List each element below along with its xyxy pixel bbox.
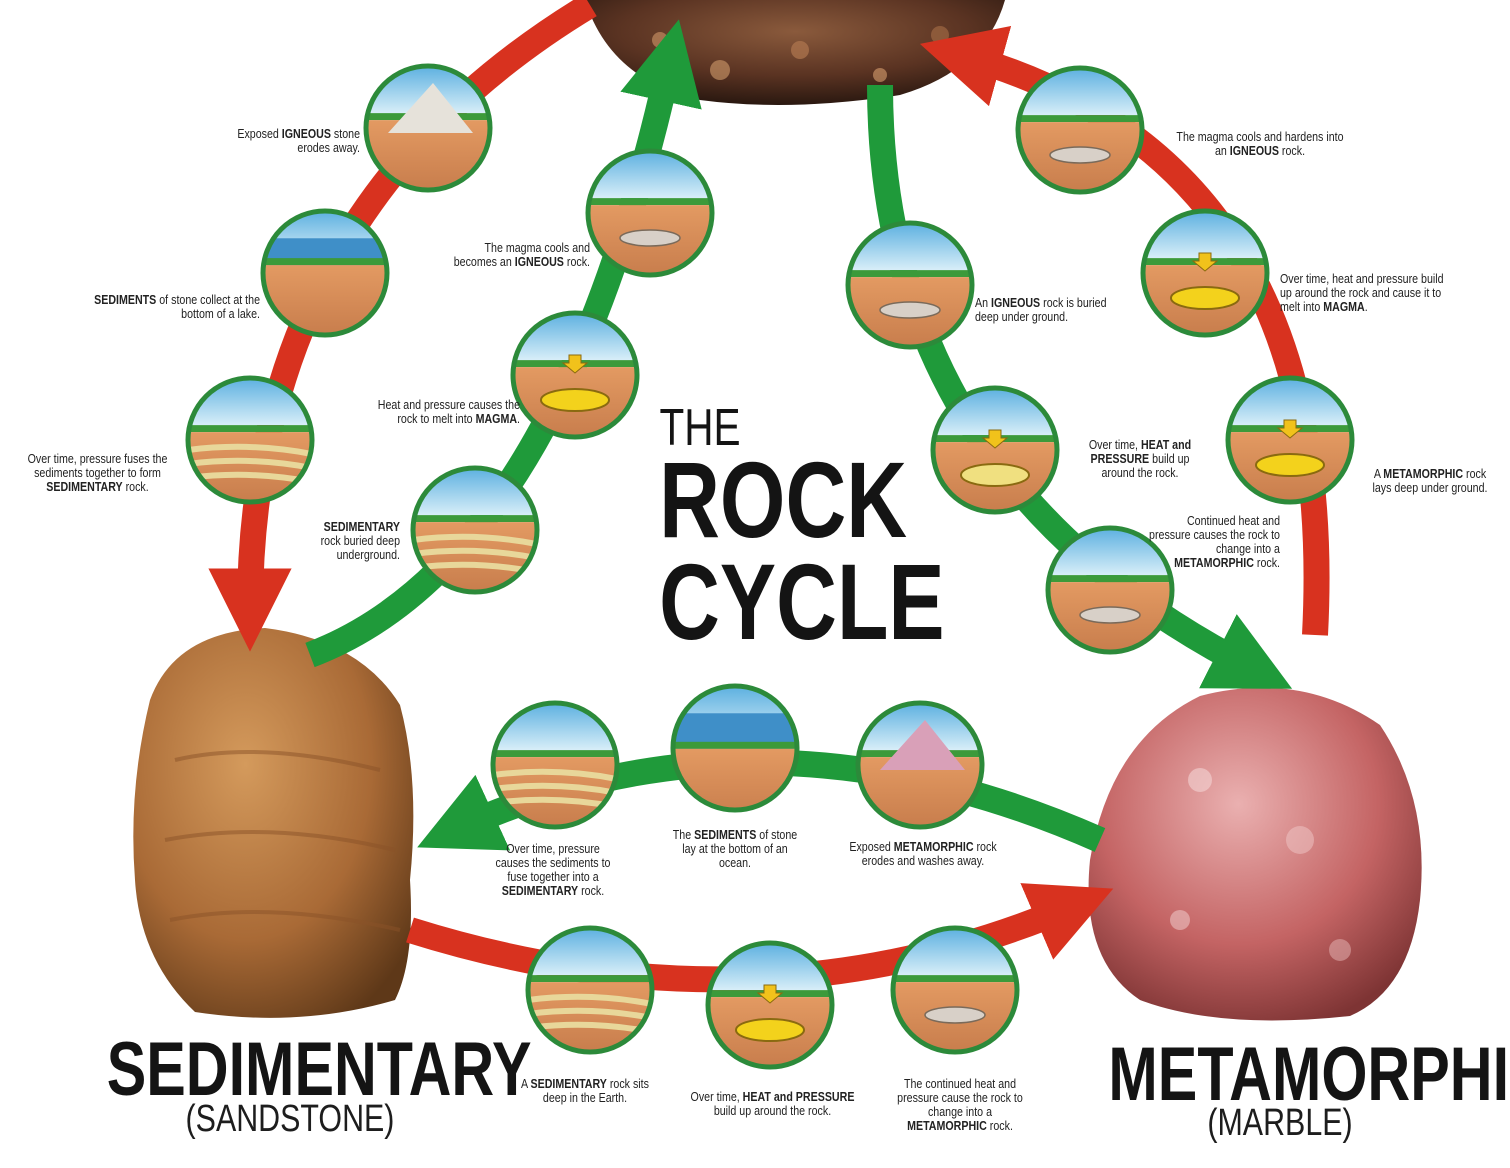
- caption-text: rock.: [123, 479, 149, 494]
- caption-heat-melt-left: Heat and pressure causes the rock to mel…: [356, 398, 520, 426]
- caption-heat-pressure-build: Over time, HEAT and PRESSURE build up ar…: [1079, 438, 1202, 480]
- caption-keyword: METAMORPHIC: [1383, 466, 1463, 481]
- caption-text: The continued heat and pressure cause th…: [897, 1076, 1023, 1119]
- caption-keyword: IGNEOUS: [282, 126, 331, 141]
- caption-sedimentary-buried: SEDIMENTARY rock buried deep underground…: [310, 520, 400, 562]
- caption-keyword: METAMORPHIC: [894, 839, 974, 854]
- caption-text: The: [673, 827, 694, 842]
- caption-keyword: SEDIMENTS: [694, 827, 756, 842]
- caption-metamorphic-deep: A METAMORPHIC rock lays deep under groun…: [1369, 467, 1492, 495]
- caption-keyword: SEDIMENTARY: [324, 519, 400, 534]
- caption-text: Exposed: [237, 126, 281, 141]
- caption-keyword: METAMORPHIC: [1174, 555, 1254, 570]
- caption-keyword: METAMORPHIC: [907, 1118, 987, 1133]
- caption-keyword: IGNEOUS: [1230, 143, 1279, 158]
- sedimentary-rock-image: [133, 628, 413, 1018]
- caption-continued-change: Continued heat and pressure causes the r…: [1149, 514, 1280, 570]
- caption-text: rock.: [1254, 555, 1280, 570]
- caption-text: Exposed: [849, 839, 893, 854]
- caption-text: Over time,: [1089, 437, 1141, 452]
- stage-circle-11: [933, 388, 1057, 566]
- caption-sediments-fuse-bottom: Over time, pressure causes the sediments…: [492, 842, 615, 898]
- caption-exposed-metamorphic: Exposed METAMORPHIC rock erodes and wash…: [837, 840, 1009, 868]
- caption-magma-cools-left: The magma cools and becomes an IGNEOUS r…: [442, 241, 590, 269]
- caption-text: .: [1365, 299, 1368, 314]
- caption-exposed-igneous: Exposed IGNEOUS stone erodes away.: [229, 127, 360, 155]
- caption-text: Over time,: [691, 1089, 743, 1104]
- caption-text: build up around the rock.: [714, 1103, 831, 1118]
- caption-text: rock.: [564, 254, 590, 269]
- caption-magma-hardens: The magma cools and hardens into an IGNE…: [1174, 130, 1346, 158]
- caption-text: An: [975, 295, 991, 310]
- caption-text: Continued heat and pressure causes the r…: [1149, 513, 1280, 556]
- title-cycle: CYCLE: [659, 550, 901, 654]
- caption-keyword: SEDIMENTARY: [46, 479, 122, 494]
- caption-text: .: [517, 411, 520, 426]
- caption-heat-melt-right: Over time, heat and pressure build up ar…: [1280, 272, 1452, 314]
- label-sandstone: (SANDSTONE): [182, 1098, 398, 1141]
- caption-keyword: IGNEOUS: [515, 254, 564, 269]
- caption-keyword: HEAT and PRESSURE: [743, 1089, 855, 1104]
- caption-text: rock.: [987, 1118, 1013, 1133]
- stage-circle-7: [1018, 68, 1142, 246]
- caption-keyword: SEDIMENTS: [94, 292, 156, 307]
- caption-text: of stone collect at the bottom of a lake…: [156, 292, 260, 321]
- caption-pressure-sedimentary: Over time, pressure fuses the sediments …: [22, 452, 174, 494]
- caption-text: Over time, pressure causes the sediments…: [496, 841, 611, 884]
- title-rock: ROCK: [659, 448, 901, 552]
- caption-continued-bottom: The continued heat and pressure cause th…: [894, 1077, 1025, 1133]
- caption-text: Over time, pressure fuses the sediments …: [28, 451, 168, 480]
- stage-circle-6: [413, 468, 537, 646]
- caption-text: A: [1374, 466, 1383, 481]
- igneous-rock-image: [585, 0, 1005, 105]
- caption-text: rock.: [578, 883, 604, 898]
- caption-text: rock buried deep underground.: [321, 533, 400, 562]
- caption-sediments-lake: SEDIMENTS of stone collect at the bottom…: [80, 293, 260, 321]
- caption-keyword: IGNEOUS: [991, 295, 1040, 310]
- caption-text: rock.: [1279, 143, 1305, 158]
- caption-keyword: SEDIMENTARY: [502, 883, 578, 898]
- caption-text: A: [521, 1076, 530, 1091]
- metamorphic-rock-image: [1089, 688, 1422, 1021]
- caption-keyword: MAGMA: [476, 411, 517, 426]
- caption-sediments-ocean: The SEDIMENTS of stone lay at the bottom…: [669, 828, 800, 870]
- label-marble: (MARBLE): [1196, 1102, 1364, 1145]
- caption-sedimentary-sits: A SEDIMENTARY rock sits deep in the Eart…: [519, 1077, 650, 1105]
- caption-heat-pressure-bottom: Over time, HEAT and PRESSURE build up ar…: [684, 1090, 860, 1118]
- stage-circle-1: [366, 66, 490, 244]
- caption-keyword: MAGMA: [1323, 299, 1364, 314]
- caption-keyword: SEDIMENTARY: [531, 1076, 607, 1091]
- caption-igneous-buried: An IGNEOUS rock is buried deep under gro…: [975, 296, 1131, 324]
- stage-circle-8: [1143, 211, 1267, 389]
